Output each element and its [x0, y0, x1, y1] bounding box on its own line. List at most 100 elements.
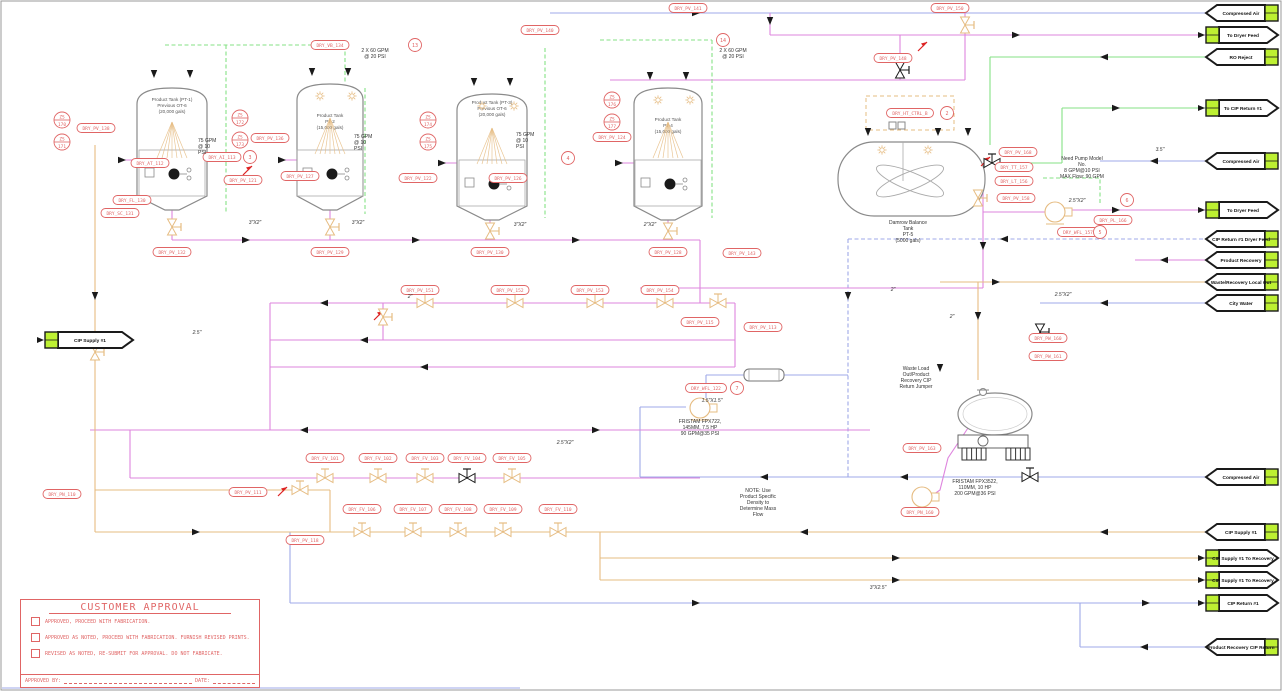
equipment-balloon[interactable]: 4 [561, 151, 575, 165]
valve-symbol[interactable] [972, 189, 988, 207]
valve-tag[interactable]: DRY_PV_121 [223, 175, 263, 185]
valve-tag[interactable]: DRY_PV_150 [930, 3, 970, 13]
equipment-tanker-trailer[interactable] [957, 388, 1033, 461]
valve-symbol[interactable] [709, 293, 727, 309]
valve-tag[interactable]: DRY_PV_113 [743, 322, 783, 332]
valve-tag[interactable]: DRY_WFL_157 [1057, 227, 1099, 237]
valve-symbol[interactable] [506, 293, 524, 309]
line-flag[interactable]: To Dryer Feed [1198, 26, 1280, 44]
valve-tag[interactable]: DRY_PV_126 [488, 173, 528, 183]
approval-checkbox-1[interactable] [31, 617, 40, 626]
valve-symbol[interactable] [656, 293, 674, 309]
valve-symbol[interactable] [959, 16, 975, 34]
valve-tag[interactable]: DRY_PV_148 [873, 53, 913, 63]
valve-tag[interactable]: DRY_PV_138 [76, 123, 116, 133]
valve-symbol[interactable] [503, 468, 521, 484]
valve-tag[interactable]: DRY_FV_106 [342, 504, 382, 514]
valve-symbol[interactable] [377, 308, 393, 326]
valve-tag[interactable]: DRY_FV_110 [538, 504, 578, 514]
valve-symbol[interactable] [353, 522, 371, 538]
valve-symbol[interactable] [586, 293, 604, 309]
valve-tag[interactable]: DRY_AT_112 [130, 158, 170, 168]
valve-tag[interactable]: DRY_PW_161 [1028, 351, 1068, 361]
valve-tag[interactable]: DRY_PV_141 [668, 3, 708, 13]
valve-tag[interactable]: DRY_PV_127 [280, 171, 320, 181]
equipment-balloon[interactable]: 13 [408, 38, 422, 52]
line-flag[interactable]: Compressed Air [1204, 4, 1279, 22]
valve-tag[interactable]: DRY_PV_128 [648, 247, 688, 257]
valve-tag[interactable]: DRY_PN_160 [900, 507, 940, 517]
valve-symbol[interactable] [484, 222, 500, 240]
valve-tag[interactable]: DRY_PN_110 [42, 489, 82, 499]
valve-tag[interactable]: DRY_PV_168 [998, 147, 1038, 157]
line-flag[interactable]: CIP Return #1 Dryer Feed [1204, 230, 1279, 248]
equipment-pump-3[interactable] [1044, 201, 1073, 225]
equipment-balloon[interactable]: 5 [1093, 225, 1107, 239]
valve-symbol[interactable] [404, 522, 422, 538]
approval-checkbox-3[interactable] [31, 649, 40, 658]
line-flag[interactable]: Waste/Recovery Local Out [1204, 273, 1279, 291]
line-flag[interactable]: Product Recovery [1204, 251, 1279, 269]
valve-tag[interactable]: DRY_PV_151 [400, 285, 440, 295]
valve-tag[interactable]: DRY_PL_166 [1093, 215, 1133, 225]
equipment-balloon[interactable]: 7 [730, 381, 744, 395]
line-flag[interactable]: CIP Return #1 [1198, 594, 1280, 612]
equipment-balloon[interactable]: 6 [1120, 193, 1134, 207]
valve-symbol[interactable] [1021, 467, 1039, 483]
equipment-balloon[interactable]: 3 [243, 150, 257, 164]
equipment-pump-1[interactable] [689, 397, 718, 421]
valve-tag[interactable]: DRY_PV_140 [520, 25, 560, 35]
valve-symbol[interactable] [416, 468, 434, 484]
valve-tag[interactable]: DRY_HT_CTRL_B [886, 108, 934, 118]
line-flag[interactable]: CIP Supply #1 To Recovery [1198, 549, 1280, 567]
equipment-balloon[interactable]: 14 [716, 33, 730, 47]
equipment-pump-2[interactable] [911, 486, 940, 510]
line-flag[interactable]: CIP Supply #1 [37, 331, 135, 349]
valve-tag[interactable]: DRY_VB_134 [310, 40, 350, 50]
line-flag[interactable]: Product Recovery CIP Return [1204, 638, 1279, 656]
valve-tag[interactable]: DRY_PV_136 [250, 133, 290, 143]
valve-symbol[interactable] [549, 522, 567, 538]
valve-symbol[interactable] [324, 218, 340, 236]
valve-tag[interactable]: DRY_FL_130 [112, 195, 152, 205]
line-flag[interactable]: Compressed Air [1204, 468, 1279, 486]
approved-by-field[interactable] [64, 679, 192, 684]
valve-tag[interactable]: DRY_PV_115 [680, 317, 720, 327]
valve-tag[interactable]: DRY_FV_105 [492, 453, 532, 463]
valve-tag[interactable]: DRY_PV_122 [398, 173, 438, 183]
line-flag[interactable]: RO Reject [1204, 48, 1279, 66]
equipment-balance-tank[interactable] [837, 141, 986, 217]
valve-tag[interactable]: DRY_PV_163 [902, 443, 942, 453]
line-flag[interactable]: City Water [1204, 294, 1279, 312]
valve-tag[interactable]: DRY_PV_143 [722, 248, 762, 258]
line-flag[interactable]: Compressed Air [1204, 152, 1279, 170]
valve-symbol[interactable] [458, 468, 476, 484]
valve-symbol[interactable] [416, 293, 434, 309]
valve-symbol[interactable] [894, 61, 910, 79]
approval-checkbox-2[interactable] [31, 633, 40, 642]
valve-tag[interactable]: DRY_FV_104 [447, 453, 487, 463]
line-flag[interactable]: To Dryer Feed [1198, 201, 1280, 219]
valve-tag[interactable]: DRY_AI_113 [202, 152, 242, 162]
valve-tag[interactable]: DRY_PV_111 [228, 487, 268, 497]
valve-tag[interactable]: DRY_SC_131 [100, 208, 140, 218]
valve-tag[interactable]: DRY_FV_109 [483, 504, 523, 514]
valve-tag[interactable]: DRY_PV_132 [152, 247, 192, 257]
equipment-balloon[interactable]: 2 [940, 106, 954, 120]
valve-symbol[interactable] [369, 468, 387, 484]
valve-tag[interactable]: DRY_PV_118 [285, 535, 325, 545]
valve-tag[interactable]: DRY_TT_157 [994, 162, 1034, 172]
valve-tag[interactable]: DRY_FV_107 [393, 504, 433, 514]
valve-symbol[interactable] [662, 222, 678, 240]
valve-symbol[interactable] [449, 522, 467, 538]
valve-symbol[interactable] [166, 218, 182, 236]
valve-tag[interactable]: DRY_PV_158 [996, 193, 1036, 203]
valve-tag[interactable]: DRY_PV_153 [570, 285, 610, 295]
date-field[interactable] [213, 679, 255, 684]
valve-tag[interactable]: DRY_FV_101 [305, 453, 345, 463]
